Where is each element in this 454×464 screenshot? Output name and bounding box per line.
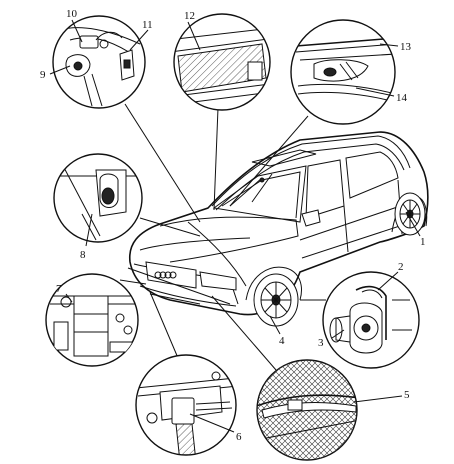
callout-13: 13 (400, 41, 412, 53)
callout-3: 3 (318, 337, 324, 349)
callout-1: 1 (420, 236, 426, 248)
front-wheel (253, 273, 299, 327)
inset-cowl-wiper (290, 19, 396, 125)
callout-12: 12 (184, 10, 195, 22)
car-body (129, 131, 429, 327)
inset-cabin-filter (173, 13, 271, 111)
inset-hood-latch (52, 15, 146, 109)
inset-steering-coupling (135, 354, 237, 456)
inset-engine-component (45, 273, 139, 367)
callout-5: 5 (404, 389, 410, 401)
leader-lines (119, 103, 326, 371)
rear-wheel (394, 192, 426, 236)
inset-fluid-reservoir (53, 153, 143, 243)
inset-brake-assembly (322, 271, 420, 369)
callout-9: 9 (40, 69, 46, 81)
callout-14: 14 (396, 92, 408, 104)
callout-11: 11 (142, 19, 153, 31)
grille-emblem (154, 271, 177, 279)
callout-2: 2 (398, 261, 404, 273)
callout-7: 7 (56, 283, 62, 295)
callout-6: 6 (236, 431, 242, 443)
callout-10: 10 (66, 8, 78, 20)
callout-4: 4 (279, 335, 285, 347)
callout-8: 8 (80, 249, 86, 261)
callout-labels: 1 2 3 4 5 6 7 8 9 10 11 12 13 14 (40, 8, 426, 443)
inset-underbody-shield (256, 359, 358, 461)
